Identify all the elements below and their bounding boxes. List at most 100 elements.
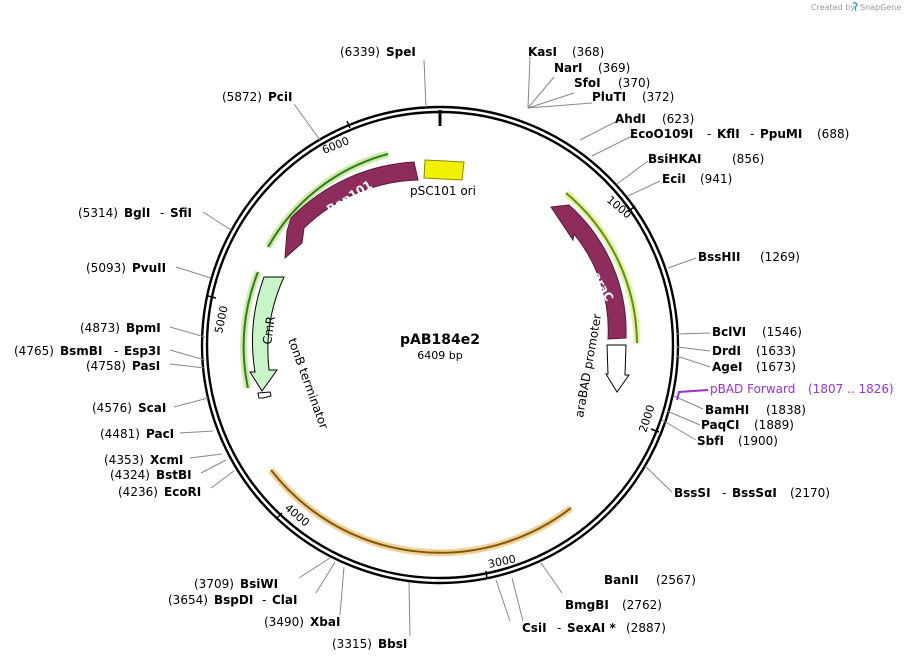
site-bsihkai[interactable]: BsiHKAI (856) <box>648 152 764 166</box>
site-banii[interactable]: BanII (2567) <box>604 573 696 587</box>
site-pos: (941) <box>700 172 732 186</box>
site-bsshii[interactable]: BssHII (1269) <box>698 250 800 264</box>
site-name: SpeI <box>386 45 416 59</box>
site-name: ScaI <box>138 401 166 415</box>
site-agei[interactable]: AgeI (1673) <box>712 360 796 374</box>
site-xcmi[interactable]: (4353) XcmI <box>104 453 183 467</box>
site-bclvi[interactable]: BclVI (1546) <box>712 325 802 339</box>
site-pos: (2762) <box>622 598 662 612</box>
site-pos: (2567) <box>656 573 696 587</box>
feature-rep101[interactable]: Rep101 <box>284 161 419 260</box>
site-sep: - <box>262 593 266 607</box>
site-bgli[interactable]: (5314) BglI - SfiI <box>78 206 192 220</box>
site-name: XbaI <box>310 615 340 629</box>
site-name: BsmBI <box>60 344 102 358</box>
site-bmgbi[interactable]: BmgBI (2762) <box>565 598 662 612</box>
site-name2: SexAI * <box>567 621 616 635</box>
site-pos: (1900) <box>738 434 778 448</box>
site-pos: (4324) <box>110 468 150 482</box>
cmr-label: CmR <box>260 315 278 345</box>
site-pos: (4481) <box>100 427 140 441</box>
backbone-outer-ring <box>200 105 680 585</box>
tick-label-5000: 5000 <box>212 305 231 335</box>
site-bsssi[interactable]: BssSI - BssSαI (2170) <box>674 486 830 500</box>
site-ecori[interactable]: (4236) EcoRI <box>118 485 201 499</box>
site-pos: (6339) <box>340 45 380 59</box>
site-sep: - <box>750 127 754 141</box>
site-pos: (369) <box>598 61 630 75</box>
site-spei[interactable]: (6339) SpeI <box>340 45 416 59</box>
site-name: BamHI <box>705 403 749 417</box>
site-bspdi[interactable]: (3654) BspDI - ClaI <box>168 593 297 607</box>
site-name: XcmI <box>150 453 183 467</box>
site-bpmi[interactable]: (4873) BpmI <box>80 321 161 335</box>
created-by-label: Created by <box>811 3 855 12</box>
site-kasi[interactable]: KasI (368) <box>528 45 604 59</box>
site-drdi[interactable]: DrdI (1633) <box>712 344 796 358</box>
site-pcii[interactable]: (5872) PciI <box>222 90 293 104</box>
site-bstbi[interactable]: (4324) BstBI <box>110 468 192 482</box>
site-sep: - <box>160 206 164 220</box>
site-pos: (370) <box>618 76 650 90</box>
site-pluti[interactable]: PluTI (372) <box>592 90 674 104</box>
site-name: SbfI <box>697 434 724 448</box>
site-pos: (1889) <box>754 418 794 432</box>
site-pos: (3490) <box>264 615 304 629</box>
site-pos: (856) <box>732 152 764 166</box>
site-name: EciI <box>662 172 686 186</box>
site-name2: KflI <box>717 127 740 141</box>
site-name: PluTI <box>592 90 626 104</box>
site-name: BsiHKAI <box>648 152 702 166</box>
plasmid-size: 6409 bp <box>417 349 462 362</box>
primer-name: pBAD Forward <box>710 382 795 396</box>
site-pos: (2170) <box>790 486 830 500</box>
tick-label-2000: 2000 <box>636 403 657 434</box>
site-bsmbi[interactable]: (4765) BsmBI - Esp3I <box>14 344 161 358</box>
site-pos: (1673) <box>756 360 796 374</box>
site-pos: (4236) <box>118 485 158 499</box>
site-ecii[interactable]: EciI (941) <box>662 172 732 186</box>
site-pvuii[interactable]: (5093) PvuII <box>86 261 166 275</box>
site-bsiwi[interactable]: (3709) BsiWI <box>194 577 278 591</box>
site-csii[interactable]: CsiI - SexAI * (2887) <box>522 621 666 635</box>
site-pos: (3709) <box>194 577 234 591</box>
site-sfoi[interactable]: SfoI (370) <box>574 76 650 90</box>
site-sbfi[interactable]: SbfI (1900) <box>697 434 778 448</box>
feature-psc101-ori[interactable]: pSC101 ori <box>410 159 476 198</box>
site-name: PciI <box>268 90 293 104</box>
site-bamhi[interactable]: BamHI (1838) <box>705 403 806 417</box>
site-scai[interactable]: (4576) ScaI <box>92 401 166 415</box>
site-pos: (5314) <box>78 206 118 220</box>
site-paqci[interactable]: PaqCI (1889) <box>701 418 794 432</box>
site-xbai[interactable]: (3490) XbaI <box>264 615 340 629</box>
primer-pbad-forward[interactable]: pBAD Forward (1807 .. 1826) <box>676 382 894 401</box>
feature-tonb-terminator[interactable]: tonB terminator <box>257 336 331 431</box>
site-name: AgeI <box>712 360 742 374</box>
site-pos: (1633) <box>756 344 796 358</box>
site-pos: (1546) <box>762 325 802 339</box>
site-leader-lines <box>169 56 711 637</box>
feature-cmr[interactable]: CmR <box>249 276 285 392</box>
site-name: BsiWI <box>240 577 278 591</box>
site-pos: (1838) <box>766 403 806 417</box>
site-nari[interactable]: NarI (369) <box>554 61 630 75</box>
site-bbsi[interactable]: (3315) BbsI <box>332 637 407 651</box>
site-name: BbsI <box>378 637 407 651</box>
site-name: PvuII <box>132 261 166 275</box>
site-name: BpmI <box>126 321 161 335</box>
site-name2: SfiI <box>170 206 192 220</box>
tonb-terminator-label: tonB terminator <box>285 336 331 431</box>
site-pos: (5093) <box>86 261 126 275</box>
primer-range: (1807 .. 1826) <box>808 382 894 396</box>
site-paci[interactable]: (4481) PacI <box>100 427 174 441</box>
site-name: KasI <box>528 45 557 59</box>
site-name: PaqCI <box>701 418 739 432</box>
site-name: BclVI <box>712 325 746 339</box>
site-pos: (623) <box>662 112 694 126</box>
site-pasi[interactable]: (4758) PasI <box>86 359 160 373</box>
site-sep: - <box>722 486 726 500</box>
site-name: AhdI <box>615 112 646 126</box>
site-eco0109i[interactable]: EcoO109I - KflI - PpuMI (688) <box>630 127 849 141</box>
site-ahdi[interactable]: AhdI (623) <box>615 112 694 126</box>
site-name: BssHII <box>698 250 740 264</box>
